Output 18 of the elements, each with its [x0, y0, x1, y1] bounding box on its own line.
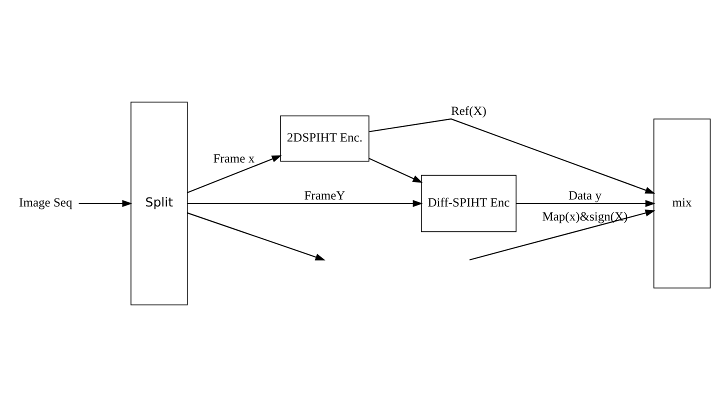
edge-label: Data y	[568, 188, 602, 202]
edge-label: Ref(X)	[451, 103, 486, 118]
arrow	[78, 199, 132, 207]
arrow	[469, 209, 656, 260]
node-box: 2DSPIHT Enc.	[280, 114, 370, 162]
node-box: Split	[130, 101, 188, 305]
edge-label: Map(x)&sign(X)	[542, 209, 628, 224]
edge-label: Frame x	[213, 151, 255, 166]
arrow	[369, 118, 656, 194]
arrow	[187, 212, 326, 260]
node-box: mix	[653, 118, 711, 288]
node-box: Diff-SPIHT Enc	[420, 174, 516, 232]
edge-label: FrameY	[304, 188, 346, 202]
arrow	[187, 154, 282, 193]
arrow	[516, 199, 656, 207]
arrow	[188, 199, 423, 207]
arrow	[368, 157, 423, 182]
node-text: Image Seq	[19, 194, 72, 209]
